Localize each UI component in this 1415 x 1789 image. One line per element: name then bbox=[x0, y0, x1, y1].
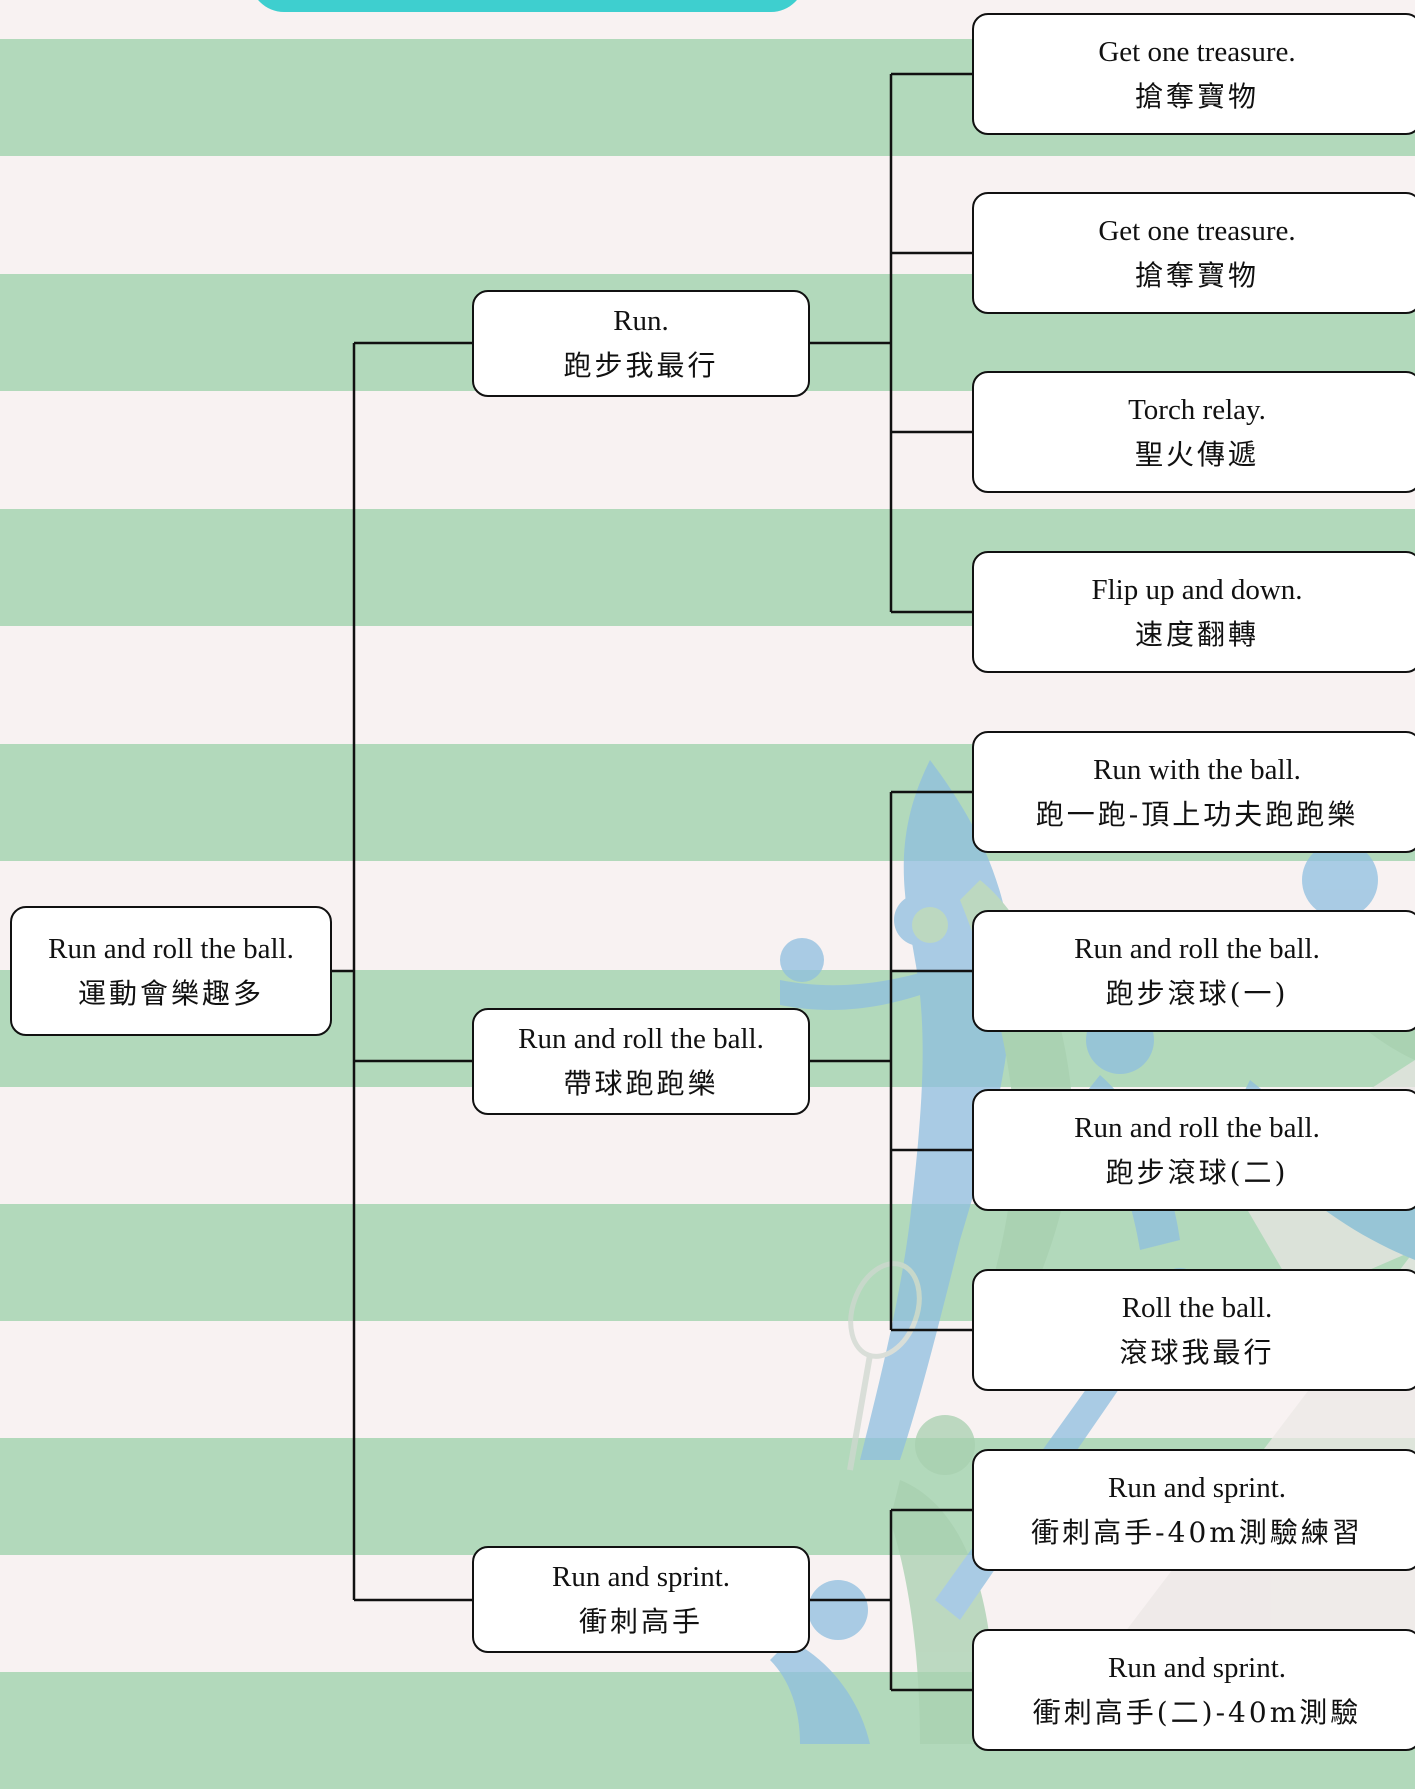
leaf-node-en: Run with the ball. bbox=[1093, 753, 1301, 786]
leaf-node: Roll the ball. 滾球我最行 bbox=[972, 1269, 1415, 1391]
leaf-node: Get one treasure. 搶奪寶物 bbox=[972, 192, 1415, 314]
leaf-node-zh: 滾球我最行 bbox=[1119, 1335, 1275, 1369]
leaf-node: Run with the ball. 跑一跑-頂上功夫跑跑樂 bbox=[972, 731, 1415, 853]
leaf-node: Run and roll the ball. 跑步滾球(一) bbox=[972, 910, 1415, 1032]
leaf-node: Torch relay. 聖火傳遞 bbox=[972, 371, 1415, 493]
leaf-node: Flip up and down. 速度翻轉 bbox=[972, 551, 1415, 673]
leaf-node-en: Run and roll the ball. bbox=[1074, 932, 1320, 965]
leaf-node-en: Roll the ball. bbox=[1121, 1291, 1273, 1324]
leaf-node-zh: 搶奪寶物 bbox=[1134, 258, 1259, 292]
header-bar bbox=[250, 0, 805, 12]
leaf-node-zh: 衝刺高手-40m測驗練習 bbox=[1031, 1515, 1363, 1549]
leaf-node-zh: 衝刺高手(二)-40m測驗 bbox=[1032, 1695, 1362, 1729]
leaf-node-en: Run and roll the ball. bbox=[1074, 1111, 1320, 1144]
leaf-node-en: Flip up and down. bbox=[1091, 573, 1303, 606]
leaf-node-zh: 速度翻轉 bbox=[1134, 617, 1259, 651]
root-node-zh: 運動會樂趣多 bbox=[77, 976, 264, 1010]
leaf-node-en: Run and sprint. bbox=[1107, 1471, 1287, 1504]
branch-node-run: Run. 跑步我最行 bbox=[472, 290, 810, 397]
branch-node-en: Run and sprint. bbox=[551, 1561, 731, 1594]
branch-node-en: Run. bbox=[613, 305, 669, 338]
branch-node-run-and-sprint: Run and sprint. 衝刺高手 bbox=[472, 1546, 810, 1653]
leaf-node-en: Get one treasure. bbox=[1098, 214, 1296, 247]
leaf-node-zh: 跑步滾球(二) bbox=[1105, 1155, 1289, 1189]
leaf-node-en: Run and sprint. bbox=[1107, 1651, 1287, 1684]
branch-node-zh: 衝刺高手 bbox=[578, 1605, 703, 1639]
leaf-node-en: Torch relay. bbox=[1128, 393, 1266, 426]
leaf-node-zh: 跑一跑-頂上功夫跑跑樂 bbox=[1035, 797, 1359, 831]
leaf-node: Run and sprint. 衝刺高手(二)-40m測驗 bbox=[972, 1629, 1415, 1751]
root-node-en: Run and roll the ball. bbox=[48, 932, 294, 965]
leaf-node: Get one treasure. 搶奪寶物 bbox=[972, 13, 1415, 135]
leaf-node-zh: 聖火傳遞 bbox=[1134, 437, 1259, 471]
root-node: Run and roll the ball. 運動會樂趣多 bbox=[10, 906, 332, 1036]
leaf-node: Run and sprint. 衝刺高手-40m測驗練習 bbox=[972, 1449, 1415, 1571]
branch-node-run-and-roll: Run and roll the ball. 帶球跑跑樂 bbox=[472, 1008, 810, 1115]
branch-node-en: Run and roll the ball. bbox=[518, 1023, 764, 1056]
connector-lines bbox=[332, 72, 972, 1692]
leaf-node-zh: 跑步滾球(一) bbox=[1105, 976, 1289, 1010]
branch-node-zh: 跑步我最行 bbox=[563, 349, 719, 383]
leaf-node-zh: 搶奪寶物 bbox=[1134, 79, 1259, 113]
leaf-node-en: Get one treasure. bbox=[1098, 35, 1296, 68]
leaf-node: Run and roll the ball. 跑步滾球(二) bbox=[972, 1089, 1415, 1211]
branch-node-zh: 帶球跑跑樂 bbox=[563, 1067, 719, 1101]
